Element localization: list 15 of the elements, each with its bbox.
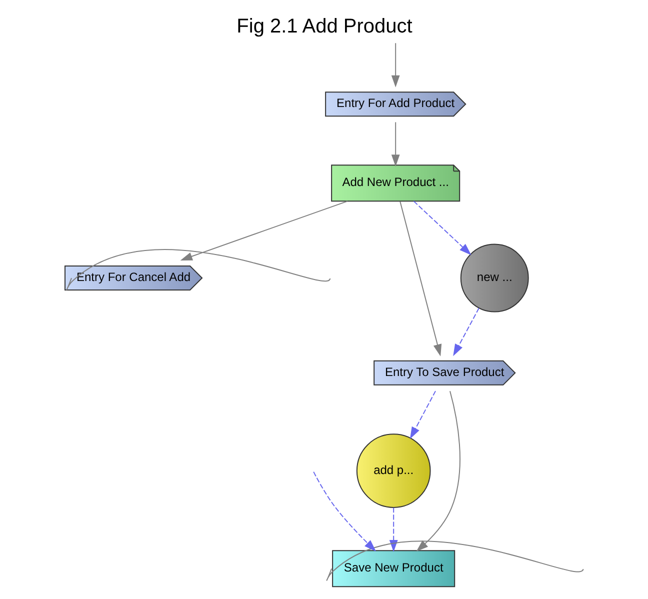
connector [326, 540, 584, 581]
arrow [412, 200, 471, 256]
arrow [452, 308, 479, 356]
arrow [180, 200, 348, 260]
arrow [390, 42, 400, 88]
arrow [388, 507, 398, 552]
diagram-title: Fig 2.1 Add Product [236, 15, 412, 38]
arrow [399, 200, 442, 356]
arrow [416, 390, 460, 552]
connector [66, 249, 330, 290]
arrow [390, 122, 400, 167]
node-box: Save New Product [332, 550, 455, 588]
arrow [409, 390, 436, 439]
arrow [312, 471, 376, 552]
node-circle: add p... [356, 434, 430, 508]
